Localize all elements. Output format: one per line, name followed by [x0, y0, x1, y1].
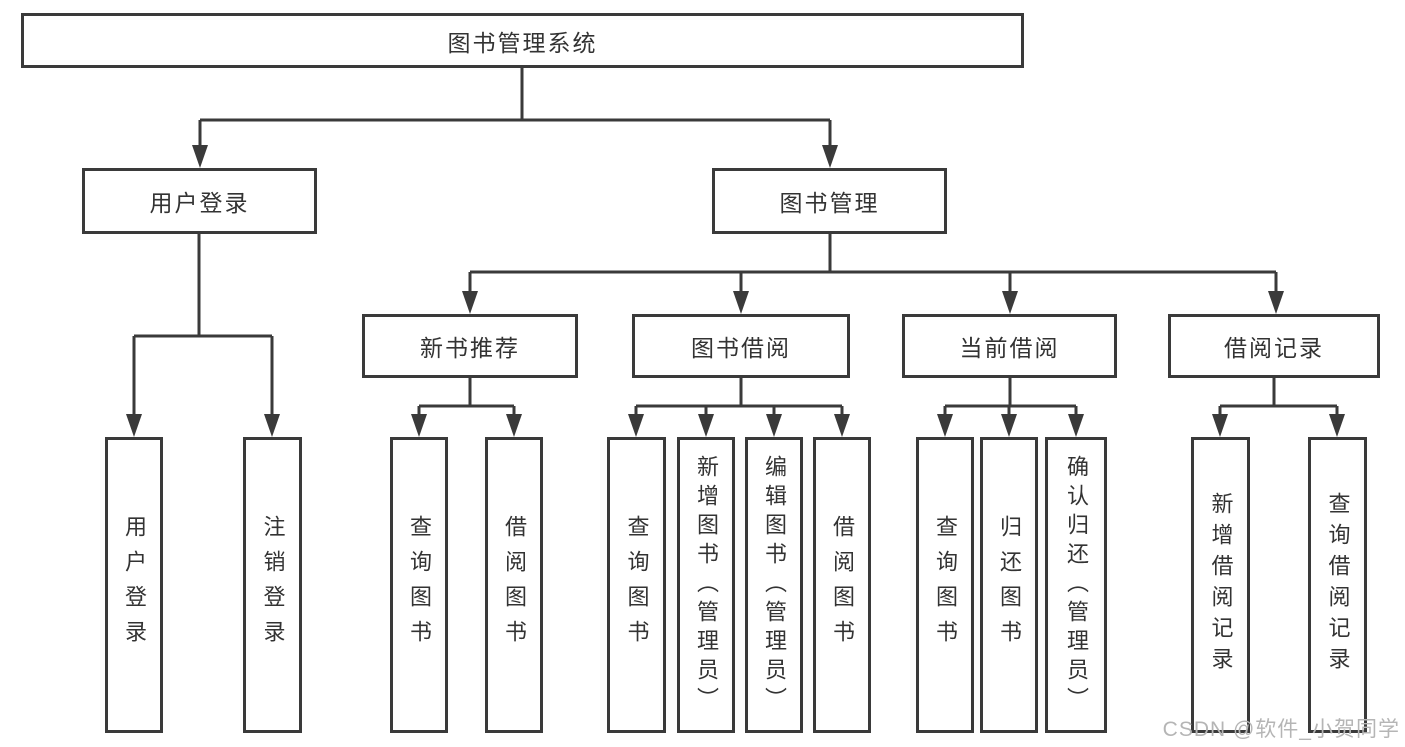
leaf-query-books-1-label: 查询图书 — [407, 515, 432, 655]
leaf-logout: 注销登录 — [243, 437, 302, 733]
leaf-edit-books-admin-label: 编辑图书（管理员） — [762, 454, 787, 716]
leaf-query-books-3: 查询图书 — [916, 437, 974, 733]
leaf-borrow-books-2-label: 借阅图书 — [830, 515, 855, 655]
node-book-borrow: 图书借阅 — [632, 314, 850, 378]
watermark: CSDN @软件_小贺同学 — [1162, 718, 1400, 741]
node-user-login: 用户登录 — [82, 168, 317, 234]
leaf-query-books-2-label: 查询图书 — [624, 515, 650, 655]
leaf-borrow-books-1-label: 借阅图书 — [502, 515, 527, 655]
leaf-logout-label: 注销登录 — [260, 515, 286, 655]
leaf-add-borrow-record-label: 新增借阅记录 — [1208, 492, 1234, 678]
leaf-confirm-return-admin: 确认归还（管理员） — [1045, 437, 1107, 733]
node-book-management-label: 图书管理 — [779, 190, 880, 216]
leaf-add-books-admin: 新增图书（管理员） — [677, 437, 735, 733]
node-borrow-records-label: 借阅记录 — [1224, 335, 1324, 361]
leaf-return-books-label: 归还图书 — [997, 515, 1022, 655]
leaf-query-books-2: 查询图书 — [607, 437, 666, 733]
node-borrow-records: 借阅记录 — [1168, 314, 1380, 378]
leaf-user-login: 用户登录 — [105, 437, 163, 733]
leaf-query-books-1: 查询图书 — [390, 437, 448, 733]
leaf-borrow-books-2: 借阅图书 — [813, 437, 871, 733]
leaf-query-borrow-record-label: 查询借阅记录 — [1325, 492, 1351, 678]
leaf-confirm-return-admin-label: 确认归还（管理员） — [1064, 454, 1089, 716]
node-new-book-recommend: 新书推荐 — [362, 314, 578, 378]
leaf-borrow-books-1: 借阅图书 — [485, 437, 543, 733]
leaf-add-borrow-record: 新增借阅记录 — [1191, 437, 1250, 733]
leaf-add-books-admin-label: 新增图书（管理员） — [694, 454, 719, 716]
node-book-borrow-label: 图书借阅 — [691, 335, 791, 361]
leaf-query-borrow-record: 查询借阅记录 — [1308, 437, 1367, 733]
node-new-book-recommend-label: 新书推荐 — [420, 335, 520, 361]
node-user-login-label: 用户登录 — [149, 190, 250, 216]
leaf-edit-books-admin: 编辑图书（管理员） — [745, 437, 803, 733]
leaf-user-login-label: 用户登录 — [122, 515, 147, 655]
node-current-borrow: 当前借阅 — [902, 314, 1117, 378]
leaf-return-books: 归还图书 — [980, 437, 1038, 733]
node-current-borrow-label: 当前借阅 — [959, 335, 1060, 361]
node-root-label: 图书管理系统 — [447, 29, 598, 56]
node-root-system: 图书管理系统 — [21, 13, 1024, 68]
node-book-management: 图书管理 — [712, 168, 947, 234]
leaf-query-books-3-label: 查询图书 — [933, 515, 958, 655]
